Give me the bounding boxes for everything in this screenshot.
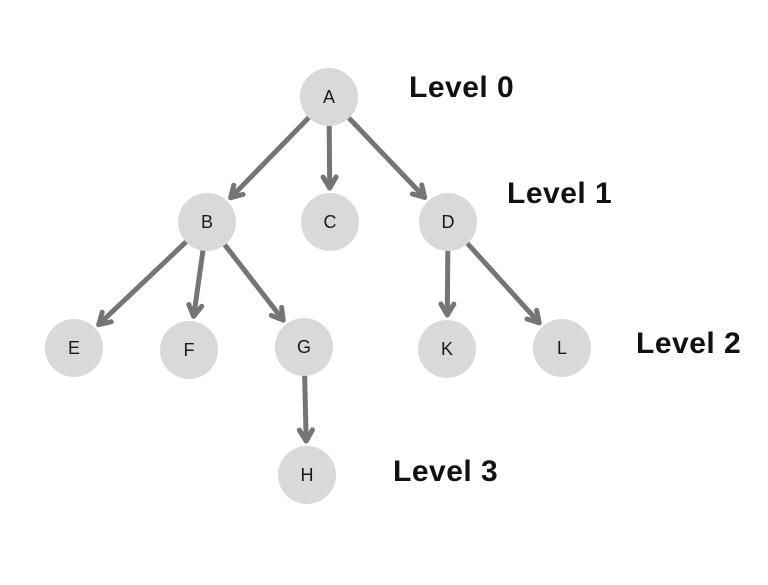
edge-A-B [228,113,313,201]
edge-B-F [186,246,206,319]
node-label-F: F [184,340,195,360]
edges-layer [96,113,542,444]
node-L: L [533,319,591,377]
node-circle-G [275,318,333,376]
edge-B-G [221,240,286,323]
node-circle-F [160,321,218,379]
node-label-A: A [323,87,335,107]
node-C: C [301,193,359,251]
level-label-3: Level 3 [393,455,499,488]
edge-D-K [438,246,457,318]
node-circle-C [301,193,359,251]
node-circle-B [178,193,236,251]
node-B: B [178,193,236,251]
node-D: D [419,193,477,251]
edge-A-D [345,114,428,200]
node-label-L: L [557,338,567,358]
node-A: A [300,68,358,126]
level-label-0: Level 0 [409,71,515,104]
edge-A-C [320,121,339,191]
node-circle-L [533,319,591,377]
node-G: G [275,318,333,376]
nodes-layer: A B C D E F G K L H [45,68,591,504]
node-circle-A [300,68,358,126]
level-label-2: Level 2 [636,327,742,360]
edge-D-L [463,239,542,326]
edge-B-E [96,238,190,328]
node-label-B: B [201,212,213,232]
node-circle-K [418,320,476,378]
node-label-E: E [68,338,80,358]
node-circle-H [278,446,336,504]
level-label-1: Level 1 [507,177,613,210]
node-circle-E [45,319,103,377]
node-F: F [160,321,218,379]
node-H: H [278,446,336,504]
node-E: E [45,319,103,377]
edge-G-H [296,371,315,444]
node-K: K [418,320,476,378]
node-label-H: H [301,465,314,485]
node-label-C: C [324,212,337,232]
node-label-G: G [297,337,311,357]
node-label-D: D [442,212,455,232]
node-label-K: K [441,339,453,359]
node-circle-D [419,193,477,251]
